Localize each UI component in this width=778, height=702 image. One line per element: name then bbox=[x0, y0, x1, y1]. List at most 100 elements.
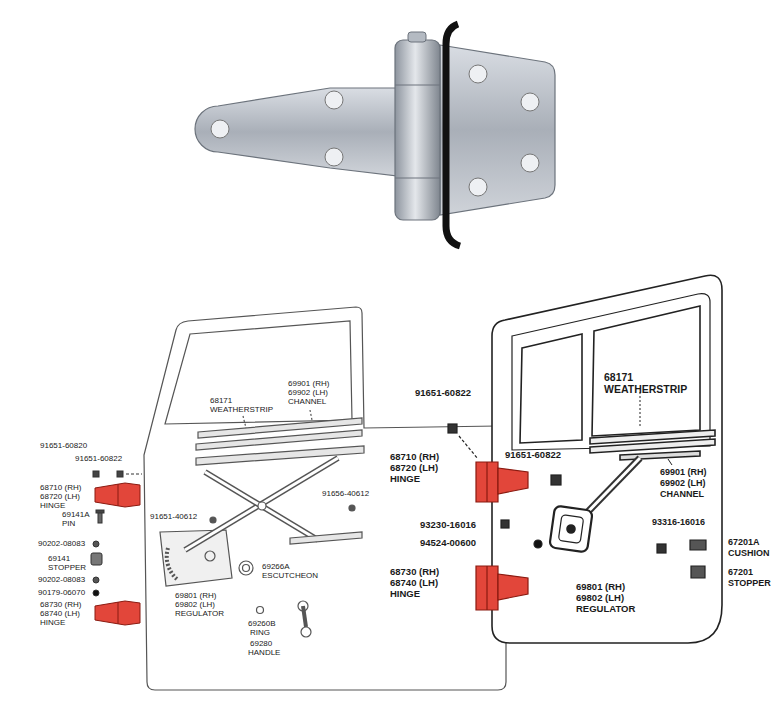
left-hinge-parts-shape bbox=[118, 602, 119, 624]
hinge-photo bbox=[195, 24, 555, 246]
hinge-photo-shape bbox=[440, 45, 555, 215]
left-hinge-parts-shape bbox=[126, 474, 142, 475]
part-number: 93316-16016 bbox=[652, 518, 705, 527]
right-hinge-parts-shape bbox=[534, 540, 542, 548]
part-number: 91651-40612 bbox=[150, 513, 197, 521]
part-number: 68720 (LH) bbox=[390, 463, 438, 473]
right-door-shape bbox=[549, 506, 592, 553]
left-door-shape bbox=[243, 565, 250, 572]
part-number: 69801 (RH) bbox=[576, 582, 625, 592]
part-name: WEATHERSTRIP bbox=[604, 384, 687, 395]
left-door-shape bbox=[205, 472, 318, 540]
part-number: 69802 (LH) bbox=[175, 601, 215, 609]
part-number: 69266A bbox=[262, 563, 290, 571]
hinge-photo-shape bbox=[469, 178, 487, 196]
left-door-shape bbox=[257, 607, 264, 614]
left-hinge-parts-shape bbox=[93, 471, 99, 477]
right-hinge-parts bbox=[448, 424, 706, 610]
part-name: RING bbox=[250, 629, 270, 637]
right-hinge-parts-shape bbox=[551, 475, 561, 485]
part-number: 93230-16016 bbox=[420, 520, 476, 530]
part-number: 91651-60820 bbox=[40, 442, 87, 450]
left-hinge-parts-shape bbox=[95, 483, 140, 507]
part-name: PIN bbox=[62, 520, 75, 528]
part-number: 69802 (LH) bbox=[576, 593, 624, 603]
part-number: 94524-00600 bbox=[420, 538, 476, 548]
part-name: STOPPER bbox=[48, 564, 86, 572]
left-hinge-parts-shape bbox=[118, 484, 119, 506]
right-door-shape bbox=[492, 275, 722, 643]
part-number: 67201 bbox=[728, 568, 753, 577]
left-door-shape bbox=[258, 502, 266, 510]
right-hinge-parts-shape bbox=[657, 544, 666, 553]
right-door-shape bbox=[592, 306, 700, 436]
hinge-photo-shape bbox=[325, 148, 343, 166]
left-door-shape bbox=[167, 548, 178, 580]
part-name: HANDLE bbox=[248, 649, 280, 657]
part-number: 69902 (LH) bbox=[288, 389, 328, 397]
part-number: 68740 (LH) bbox=[40, 610, 80, 618]
left-hinge-parts bbox=[91, 471, 142, 625]
part-name: REGULATOR bbox=[175, 610, 224, 618]
hinge-photo-shape bbox=[521, 154, 539, 172]
right-hinge-parts-shape bbox=[501, 520, 509, 528]
right-door-shape bbox=[558, 515, 583, 544]
part-number: 91651-60822 bbox=[75, 455, 122, 463]
left-door-shape bbox=[303, 606, 306, 627]
left-door-shape bbox=[160, 530, 232, 586]
right-door-shape bbox=[668, 459, 672, 465]
right-door-shape bbox=[520, 334, 582, 443]
part-name: WEATHERSTRIP bbox=[210, 406, 273, 414]
right-hinge-parts-shape bbox=[459, 436, 478, 459]
part-number: 68171 bbox=[210, 397, 232, 405]
part-number: 69141 bbox=[48, 555, 70, 563]
part-number: 91651-60822 bbox=[505, 450, 561, 460]
part-number: 68730 (RH) bbox=[390, 567, 439, 577]
part-number: 90179-06070 bbox=[38, 589, 85, 597]
left-hinge-parts-shape bbox=[93, 590, 99, 596]
left-door-shape bbox=[290, 532, 362, 544]
part-name: HINGE bbox=[390, 589, 420, 599]
left-hinge-parts-shape bbox=[93, 541, 99, 547]
left-door-shape bbox=[239, 561, 253, 575]
part-name: ESCUTCHEON bbox=[262, 572, 318, 580]
left-hinge-parts-shape bbox=[93, 577, 99, 583]
right-hinge-parts-shape bbox=[691, 566, 705, 578]
left-hinge-parts-shape bbox=[117, 471, 123, 477]
part-name: HINGE bbox=[40, 619, 65, 627]
right-hinge-parts-shape bbox=[498, 468, 528, 494]
hinge-photo-shape bbox=[469, 65, 487, 83]
left-door-shape bbox=[243, 416, 246, 428]
hinge-photo-shape bbox=[195, 88, 398, 176]
right-door-shape bbox=[640, 392, 641, 428]
part-name: CHANNEL bbox=[288, 398, 326, 406]
hinge-photo-shape bbox=[521, 93, 539, 111]
part-number: 69901 (RH) bbox=[660, 468, 707, 477]
part-name: HINGE bbox=[40, 502, 65, 510]
part-name: REGULATOR bbox=[576, 604, 635, 614]
part-name: CHANNEL bbox=[660, 490, 704, 499]
left-door-shape bbox=[196, 430, 362, 450]
hinge-photo-shape bbox=[446, 24, 460, 246]
part-number: 69141A bbox=[62, 511, 90, 519]
hinge-photo-shape bbox=[325, 91, 343, 109]
part-number: 68730 (RH) bbox=[40, 601, 81, 609]
left-door bbox=[144, 307, 506, 690]
left-door-shape bbox=[310, 410, 312, 420]
right-hinge-parts-shape bbox=[498, 574, 528, 600]
right-door-shape bbox=[512, 294, 710, 450]
left-door-shape bbox=[205, 472, 318, 540]
right-hinge-parts-shape bbox=[476, 566, 498, 610]
part-number: 67201A bbox=[728, 538, 760, 547]
part-number: 68720 (LH) bbox=[40, 493, 80, 501]
part-number: 90202-08083 bbox=[38, 576, 85, 584]
right-hinge-parts-shape bbox=[486, 566, 487, 610]
left-door-shape bbox=[144, 307, 506, 690]
part-number: 68710 (RH) bbox=[390, 452, 439, 462]
part-number: 68740 (LH) bbox=[390, 578, 438, 588]
right-hinge-parts-shape bbox=[690, 540, 706, 550]
hinge-photo-shape bbox=[395, 178, 440, 179]
part-name: STOPPER bbox=[728, 579, 771, 588]
